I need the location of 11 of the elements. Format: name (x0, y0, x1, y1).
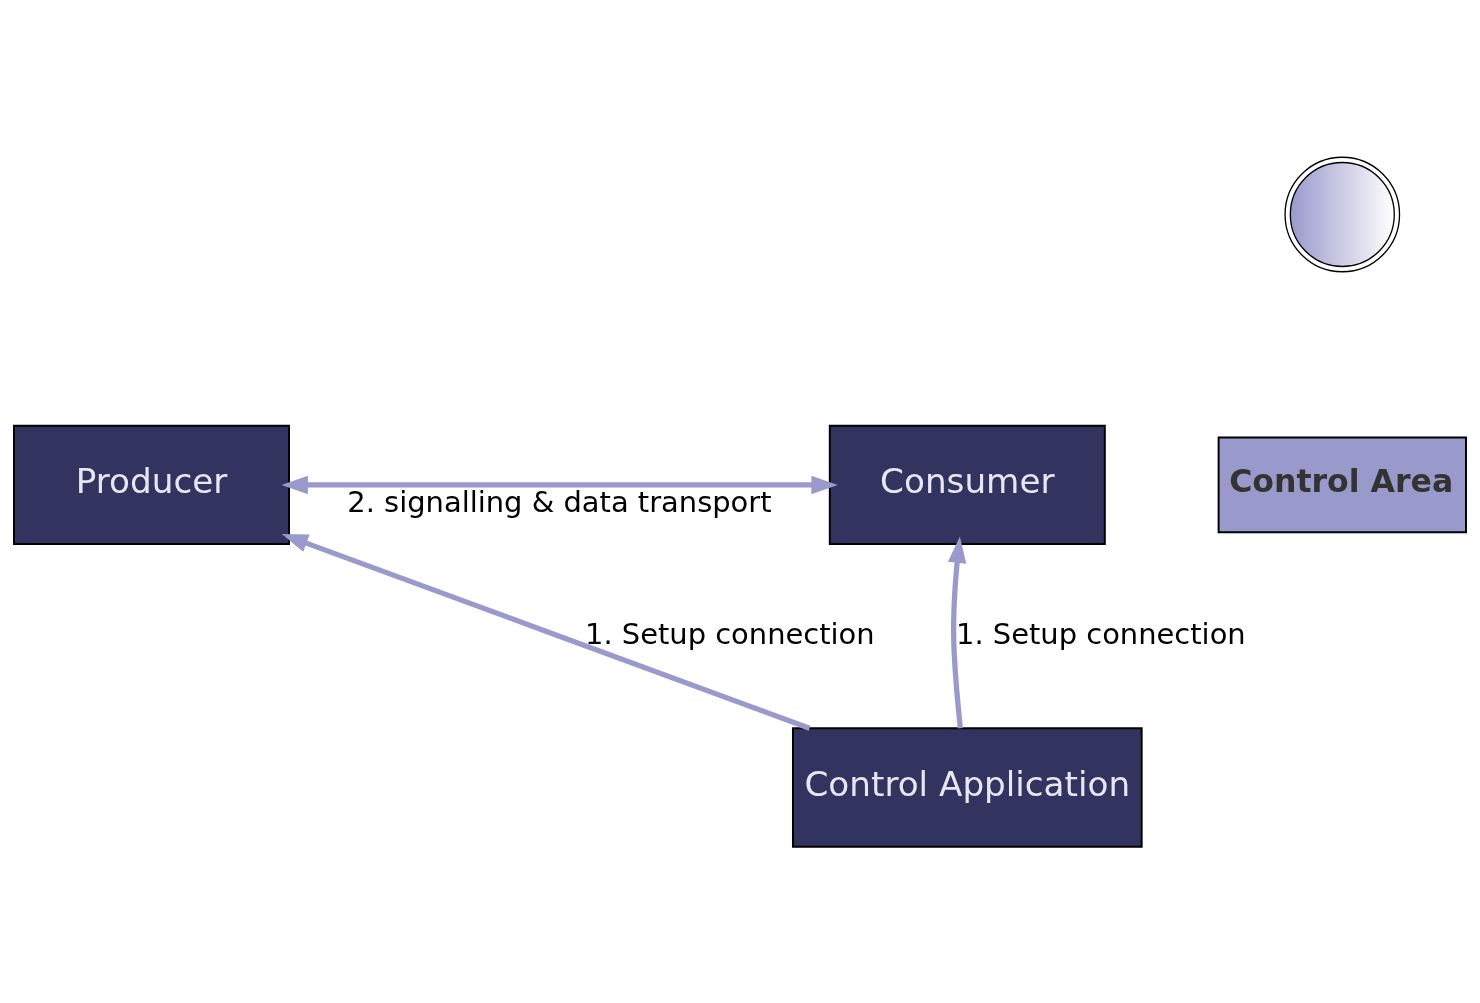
node-box: Consumer (828, 424, 1106, 545)
node-box: Control Area (1217, 436, 1467, 533)
edge-label: 1. Setup connection (584, 616, 875, 651)
arrow (281, 533, 811, 731)
node-circle (1284, 156, 1401, 272)
edge-label: 1. Setup connection (956, 616, 1246, 651)
edge-label: 2. signalling & data transport (347, 484, 772, 519)
node-box: Producer (13, 424, 290, 545)
arrow (947, 536, 967, 728)
node-box: Control Application (791, 726, 1143, 848)
arrow (281, 475, 838, 494)
